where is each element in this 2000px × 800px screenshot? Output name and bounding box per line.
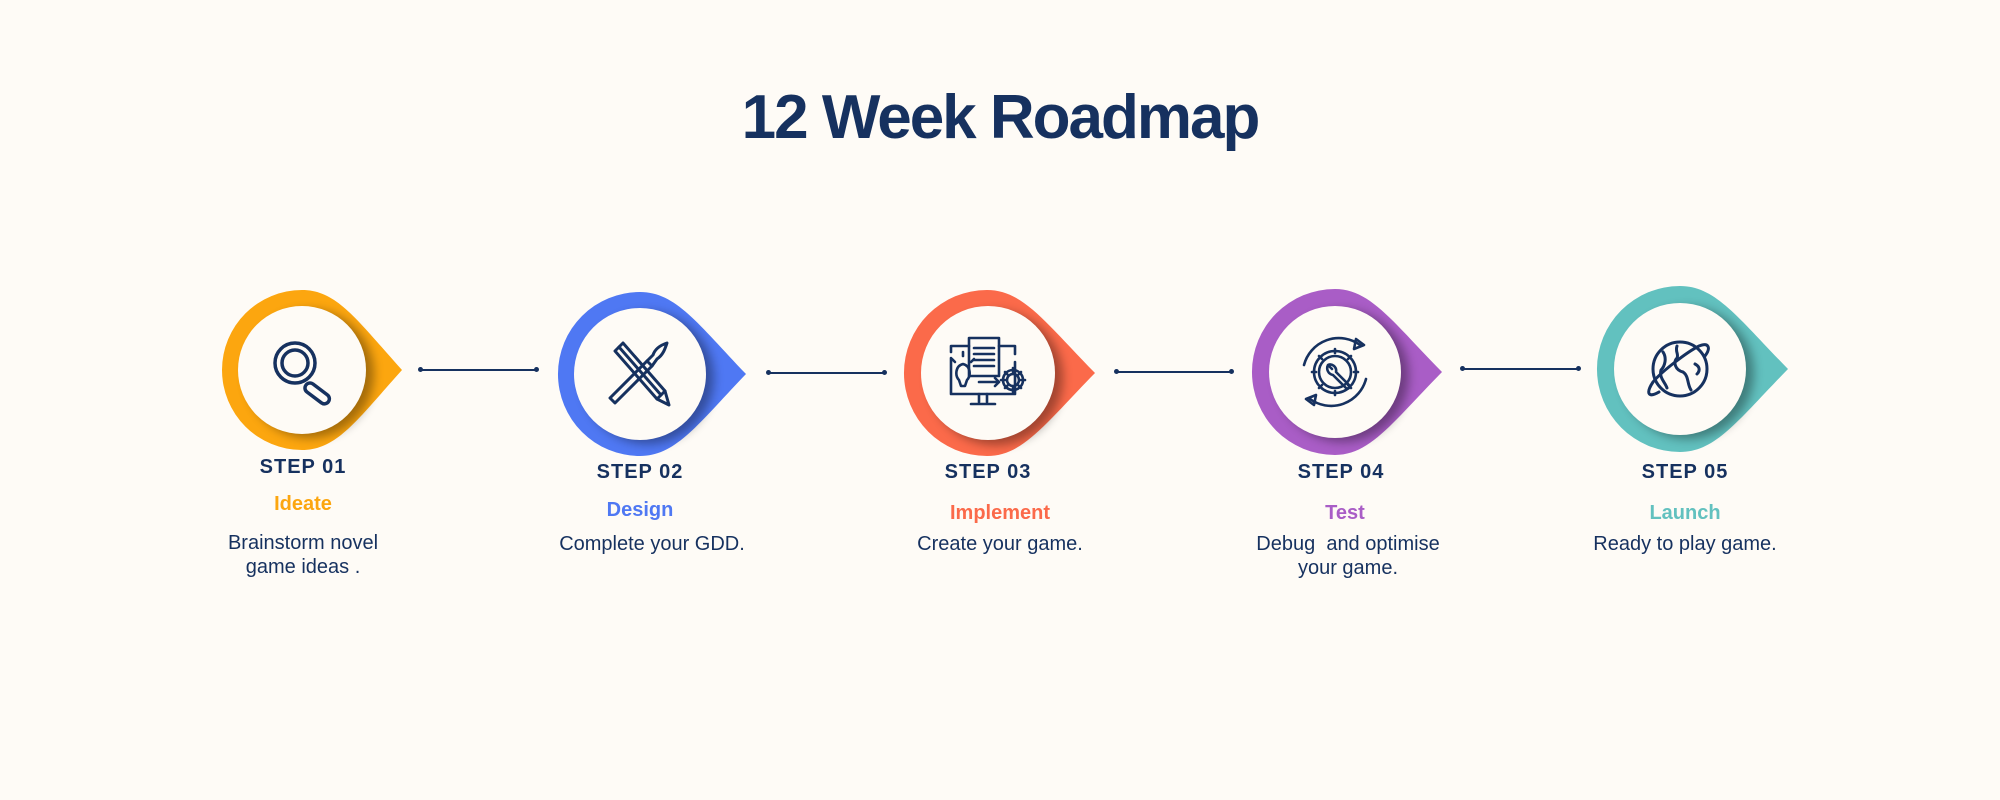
step-3-desc-line-1: Create your game.	[917, 533, 1083, 555]
step-2-name: Design	[606, 499, 674, 521]
step-4-desc-line-1: Debug and optimise	[1256, 533, 1440, 555]
connector-2-3	[766, 370, 887, 375]
step-4-description: Debug and optimise your game.	[1218, 532, 1478, 580]
step-5-pin	[1596, 286, 1798, 466]
step-3-number: STEP 03	[944, 461, 1032, 483]
step-4-name: Test	[1325, 502, 1365, 524]
connector-4-5	[1460, 366, 1581, 371]
step-3-pin	[903, 290, 1105, 470]
step-5-desc-line-1: Ready to play game.	[1593, 533, 1777, 555]
step-3-name: Implement	[949, 502, 1051, 524]
monitor-gear-idea-icon	[943, 328, 1033, 418]
step-5-name: Launch	[1649, 502, 1721, 524]
step-1-desc-line-2: game ideas .	[245, 556, 361, 578]
step-3-description: Create your game.	[870, 532, 1130, 556]
step-2-desc-line-1: Complete your GDD.	[559, 533, 745, 555]
step-1-desc-line-1: Brainstorm novel	[227, 532, 379, 554]
step-5-number: STEP 05	[1641, 461, 1729, 483]
step-2-pin	[557, 292, 758, 472]
step-1-name: Ideate	[274, 493, 332, 515]
step-2-description: Complete your GDD.	[522, 532, 782, 556]
step-4-number: STEP 04	[1297, 461, 1385, 483]
step-4-desc-line-2: your game.	[1297, 557, 1399, 579]
pencil-brush-icon	[595, 329, 685, 419]
step-1-pin	[220, 290, 420, 470]
step-2-number: STEP 02	[596, 461, 684, 483]
step-4-pin	[1251, 289, 1452, 469]
connector-1-2	[418, 367, 539, 372]
globe-orbit-icon	[1635, 324, 1725, 414]
connector-3-4	[1114, 369, 1234, 374]
step-1-number: STEP 01	[259, 456, 347, 478]
step-1-description: Brainstorm novel game ideas .	[173, 531, 433, 579]
step-5-description: Ready to play game.	[1555, 532, 1815, 556]
page-title: 12 Week Roadmap	[741, 83, 1261, 152]
magnifier-icon	[257, 325, 347, 415]
gear-wrench-cycle-icon	[1290, 327, 1380, 417]
